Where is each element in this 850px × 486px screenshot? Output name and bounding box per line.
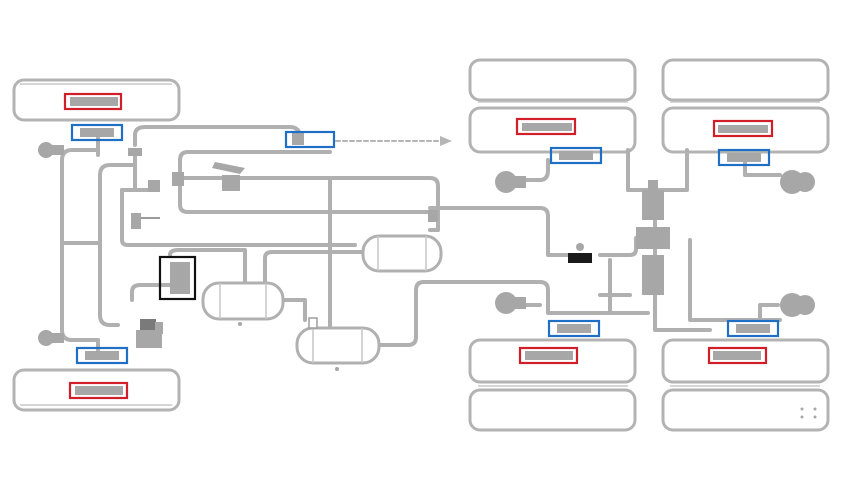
highlight-black-air-dryer — [158, 255, 197, 301]
rear-axle-1-right-wheels — [661, 58, 830, 154]
air-tanks — [201, 234, 443, 371]
highlight-blue-rear2-left — [547, 319, 601, 338]
highlight-red-front-right — [68, 381, 129, 400]
brake-chambers — [38, 142, 815, 346]
rear-axle-1-left-wheels — [468, 58, 637, 154]
rear-axle-2-left-wheels — [468, 338, 637, 432]
highlight-blue-rear1-right — [717, 148, 771, 167]
highlight-blue-trailer-valve — [284, 130, 336, 149]
highlight-red-rear1-left — [515, 117, 577, 136]
highlight-blue-front-right — [75, 346, 129, 365]
valves — [128, 133, 670, 348]
brake-drums — [70, 97, 768, 395]
air-lines — [60, 125, 782, 352]
highlight-blue-rear2-right — [726, 319, 780, 338]
highlight-blue-front-left — [70, 123, 124, 142]
highlight-boxes — [63, 92, 780, 400]
highlight-blue-rear1-left — [549, 146, 603, 165]
highlight-red-rear2-right — [707, 346, 768, 365]
rear-axle-2-right-wheels — [661, 338, 830, 432]
highlight-red-front-left — [63, 92, 123, 111]
highlight-red-rear1-right — [712, 119, 774, 138]
highlight-red-rear2-left — [518, 346, 579, 365]
